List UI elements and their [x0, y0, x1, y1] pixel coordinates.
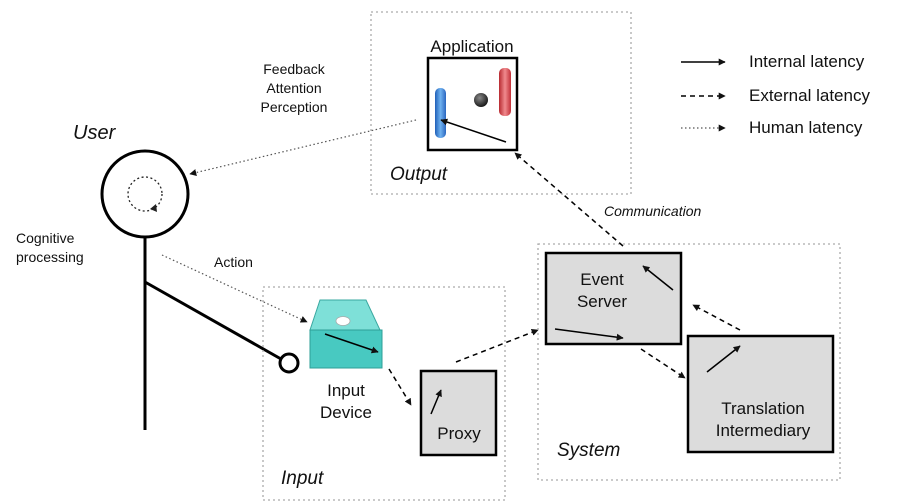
cognition-loop-arrowhead: [150, 204, 157, 212]
translation-to-server-arrow: [692, 304, 741, 331]
translation-internal-arrow: [706, 345, 741, 373]
server-to-translation-arrow: [640, 348, 686, 379]
output-label: Output: [390, 164, 448, 185]
red-cursor: [499, 68, 511, 116]
input-region: [262, 286, 506, 501]
device-to-proxy-arrow: [388, 368, 412, 406]
attention-label: Attention: [266, 80, 321, 96]
legend-human-label: Human latency: [749, 118, 863, 137]
proxy-internal-arrow: [430, 389, 442, 415]
user-head: [100, 149, 190, 239]
processing-label: processing: [16, 249, 84, 265]
event-server-internal-arrow-1: [642, 265, 674, 291]
cognition-loop-icon: [127, 176, 163, 212]
input-device-button: [335, 316, 351, 326]
user-arm: [144, 280, 282, 361]
proxy-label: Proxy: [437, 424, 481, 443]
input-label: Input: [281, 468, 324, 489]
output-internal-arrow: [440, 118, 507, 143]
translation-label-line2: Intermediary: [716, 421, 811, 440]
feedback-label: Feedback: [263, 61, 325, 77]
system-region: [537, 243, 841, 481]
ball-icon: [474, 93, 488, 107]
event-server-label-line1: Event: [580, 270, 624, 289]
legend-external-label: External latency: [749, 86, 870, 105]
blue-cursor: [435, 88, 446, 138]
output-region: [370, 11, 632, 195]
legend-internal-label: Internal latency: [749, 52, 865, 71]
proxy-to-server-arrow: [455, 329, 539, 363]
translation-intermediary-box: [686, 334, 835, 454]
user-hand: [278, 352, 300, 374]
input-device-label-line2: Device: [320, 403, 372, 422]
communication-arrow: [514, 152, 624, 247]
event-server-internal-arrow-2: [554, 328, 624, 341]
feedback-human-arrow: [189, 119, 417, 176]
translation-label-line1: Translation: [721, 399, 804, 418]
user-title: User: [73, 122, 117, 144]
communication-label: Communication: [604, 203, 701, 219]
application-heading: Application: [430, 37, 513, 56]
input-device-internal-arrow: [324, 333, 379, 354]
proxy-box: [419, 369, 498, 457]
cognitive-label: Cognitive: [16, 230, 75, 246]
event-server-label-line2: Server: [577, 292, 627, 311]
event-server-box: [544, 251, 683, 346]
perception-label: Perception: [261, 99, 328, 115]
system-label: System: [557, 440, 620, 461]
input-device-label-line1: Input: [327, 381, 365, 400]
action-label: Action: [214, 254, 253, 270]
action-human-arrow: [161, 254, 308, 323]
